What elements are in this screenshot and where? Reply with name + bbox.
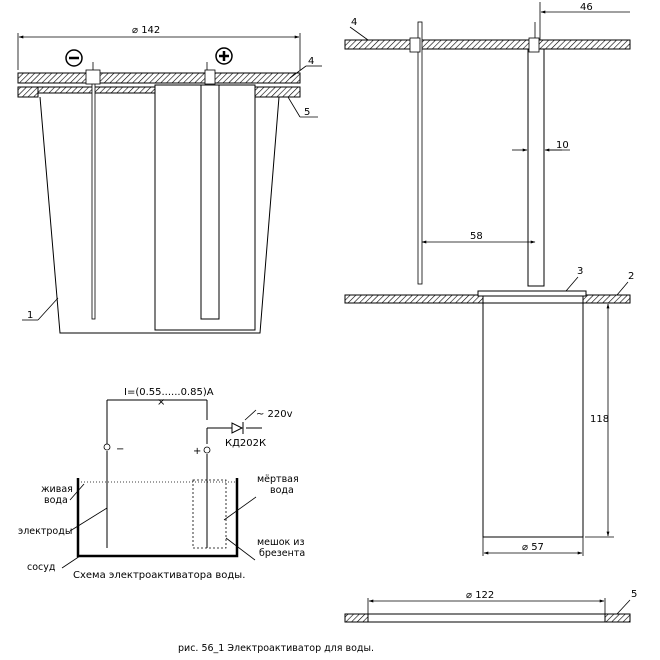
callout-5-left: 5: [304, 107, 310, 118]
left-assembly: ⌀ 142 4 5 1: [17, 25, 322, 334]
screw-plus: [204, 69, 216, 85]
live-water-label-1: живая: [41, 484, 73, 495]
plus-electrode: [200, 84, 220, 320]
dim-46-label: 46: [580, 2, 593, 13]
ring-hole: [367, 613, 606, 623]
voltage-label: ~ 220v: [256, 409, 293, 420]
diode-label: КД202К: [225, 438, 266, 449]
dead-water-label-2: вода: [270, 485, 294, 496]
lid-part-2-left: [344, 294, 484, 304]
ring-part-5-right: [253, 86, 301, 98]
dead-water-label-1: мёртвая: [257, 474, 299, 485]
ring-part-5-mid: [37, 86, 157, 94]
vessel-label: сосуд: [27, 562, 56, 573]
bag-label-2: брезента: [259, 548, 305, 559]
ring-part-5-left: [17, 86, 39, 98]
ring-part-3: [477, 290, 587, 297]
callout-3: 3: [577, 266, 583, 277]
minus-electrode: [91, 71, 96, 320]
ring-left-section: [344, 613, 369, 623]
schematic-vessel: [76, 478, 239, 558]
dim-118-label: 118: [590, 414, 609, 425]
dim-58-label: 58: [470, 231, 483, 242]
ring-right-section: [604, 613, 631, 623]
bag-label-1: мешок из: [257, 537, 305, 548]
dim-142-label: ⌀ 142: [132, 25, 160, 36]
plate-electrode: [527, 48, 545, 287]
right-assembly: 46 4 10 58 3 2: [344, 2, 634, 556]
plus-terminal-label: +: [193, 446, 201, 457]
bag-body: [482, 302, 584, 538]
schematic-bag: [192, 479, 227, 549]
callout-4-left: 4: [308, 56, 314, 67]
lid-part-4: [17, 72, 301, 84]
figure-caption: рис. 56_1 Электроактиватор для воды.: [178, 643, 374, 654]
lid-part-2-right: [582, 294, 631, 304]
electrodes-label: электроды: [18, 526, 72, 537]
callout-5-ring: 5: [631, 589, 637, 600]
minus-terminal-label: −: [116, 444, 124, 455]
lid-part-4-right: [344, 39, 631, 50]
live-water-label-2: вода: [44, 495, 68, 506]
cross-mark: ×: [157, 397, 165, 408]
callout-4-right: 4: [351, 17, 357, 28]
dim-57-label: ⌀ 57: [522, 542, 544, 553]
dim-122-label: ⌀ 122: [466, 590, 494, 601]
schematic-title: Схема электроактиватора воды.: [73, 570, 245, 581]
callout-1: 1: [27, 310, 33, 321]
ring-part-drawing: ⌀ 122 5: [344, 589, 637, 623]
current-label: I=(0.55......0.85)A: [124, 387, 214, 398]
plus-terminal: [203, 446, 211, 454]
vessel-body: [39, 96, 280, 334]
rod-electrode: [417, 21, 423, 285]
schematic: I=(0.55......0.85)A × КД202К ~ 220v − + …: [18, 387, 305, 581]
minus-terminal: [103, 443, 111, 451]
callout-2: 2: [628, 271, 634, 282]
screw-minus: [85, 69, 101, 85]
diode-icon: [231, 422, 244, 434]
dim-10-label: 10: [556, 140, 569, 151]
